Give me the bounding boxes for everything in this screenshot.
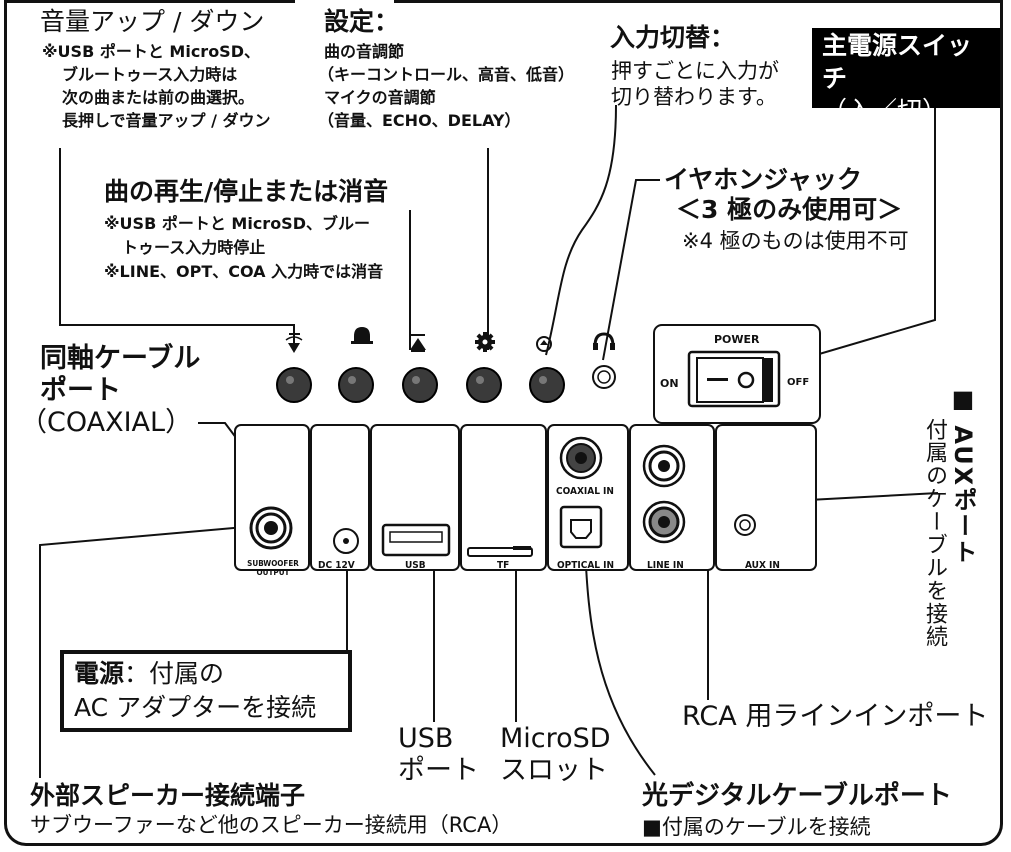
input-icon [536,336,552,352]
earphone-sub: ＜3 極のみ使用可＞ [676,195,903,224]
frame-top-left [4,0,295,3]
external-sub: サブウーファーなど他のスピーカー接続用（RCA） [30,813,513,837]
port-label-usb: USB [405,560,426,571]
earphone-title: イヤホンジャック [664,165,863,194]
usb-line-2: ポート [398,755,479,786]
port-label-coaxial: COAXIAL IN [556,486,614,497]
headphone-icon [593,332,615,350]
volume-line-4: 長押しで音量アップ / ダウン [62,111,271,130]
microsd-line-1: MicroSD [500,723,611,754]
optical-title: 光デジタルケーブルポート [642,781,952,811]
dc-line-1-bold: 電源 [74,659,125,688]
frame-top-right [394,0,1003,3]
bell-icon [351,327,373,344]
usb-line-1: USB [398,723,454,754]
volume-icon [285,333,303,353]
port-label-tf: TF [497,560,510,571]
play-line-2: トゥース入力時停止 [122,238,266,257]
control-panel [234,324,821,571]
optical-sub: ■付属のケーブルを接続 [642,815,871,839]
diagram-frame [4,2,1003,846]
play-stop-icon [410,334,426,352]
microsd-line-2: スロット [500,755,608,786]
dc-callout: 電源：付属の AC アダプターを接続 [60,650,352,732]
volume-title: 音量アップ / ダウン [40,7,265,36]
play-line-1: ※USB ポートと MicroSD、ブルー [104,214,370,233]
play-line-3: ※LINE、OPT、COA 入力時では消音 [104,262,384,281]
power-switch-line-2: （入／切） [822,96,948,125]
input-title: 入力切替： [610,23,736,52]
settings-line-3: マイクの音調節 [324,88,436,107]
external-title: 外部スピーカー接続端子 [30,781,306,810]
volume-line-3: 次の曲または前の曲選択。 [62,88,255,107]
port-label-dc: DC 12V [318,560,355,571]
settings-title: 設定： [324,7,400,36]
dc-line-1: 電源：付属の [74,658,224,689]
port-label-optical: OPTICAL IN [557,560,615,571]
port-label-line: LINE IN [647,560,684,571]
power-switch-line-1: 主電源スイッチ [822,31,973,93]
power-switch-callout: 主電源スイッチ （入／切） [812,28,1000,125]
earphone-note: ※4 極のものは使用不可 [682,229,909,253]
settings-line-1: 曲の音調節 [324,42,405,61]
off-label: OFF [787,377,810,388]
rca-line-title: RCA 用ラインインポート [682,701,989,732]
coaxial-line-1: 同軸ケーブル [40,343,201,374]
power-label: POWER [714,333,760,346]
port-label-subwoofer: SUBWOOFER OUTPUT [247,559,299,577]
play-title: 曲の再生/停止または消音 [104,177,389,206]
aux-note: 付属のケーブルを接続 [922,418,947,648]
settings-line-2: （キーコントロール、高音、低音） [318,65,575,84]
input-line-1: 押すごとに入力が [611,59,779,83]
settings-line-4: （音量、ECHO、DELAY） [318,111,521,130]
dc-line-2: AC アダプターを接続 [74,693,317,722]
dc-line-1-rest: ：付属の [124,659,225,688]
port-label-aux: AUX IN [745,560,780,571]
coaxial-line-2: ポート [40,375,121,406]
volume-line-2: ブルートゥース入力時は [62,65,238,84]
gear-icon [475,332,495,352]
coaxial-line-3: （COAXIAL） [20,407,193,438]
aux-title: ■ AUXポート [949,385,977,566]
volume-line-1: ※USB ポートと MicroSD、 [42,42,260,61]
input-line-2: 切り替わります。 [611,85,777,109]
on-label: ON [660,377,679,390]
